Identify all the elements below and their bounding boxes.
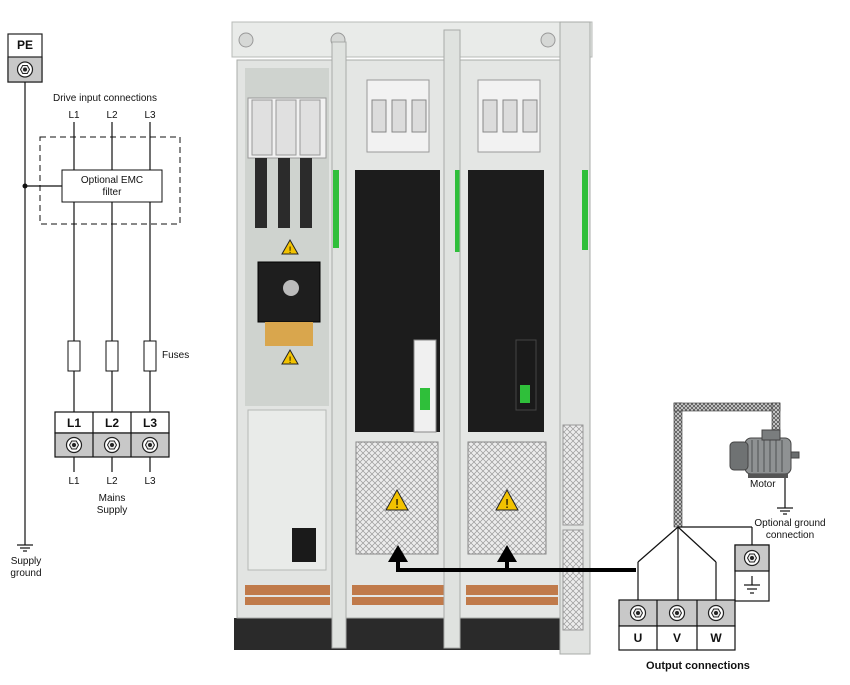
warning-icon: !	[495, 488, 519, 511]
terminal-l3-label: L3	[142, 416, 157, 430]
top-phase-l2: L2	[106, 110, 118, 121]
output-terminal-block	[618, 599, 736, 651]
arrow-up-icon	[388, 545, 517, 562]
warning-icon: !	[281, 238, 299, 256]
supply-ground-icon	[17, 544, 33, 552]
mains-supply-line2: Supply	[96, 505, 128, 516]
top-phase-l3: L3	[144, 110, 156, 121]
fuse-l1	[67, 340, 81, 372]
pe-terminal	[7, 33, 43, 83]
bottom-phase-l3: L3	[144, 476, 156, 487]
motor-label: Motor	[750, 479, 776, 490]
pe-label: PE	[16, 38, 33, 52]
mains-supply-line1: Mains	[98, 493, 126, 504]
svg-text:!: !	[288, 356, 292, 366]
optional-ground-line2: connection	[765, 530, 815, 541]
bottom-phase-l2: L2	[106, 476, 118, 487]
output-connections-title: Output connections	[646, 660, 750, 672]
output-wires	[637, 526, 753, 600]
cabinet-plinth	[234, 618, 588, 650]
output-arrow-lines	[396, 562, 636, 572]
earth-icon	[744, 576, 760, 594]
optional-ground-line1: Optional ground	[754, 518, 826, 529]
supply-ground-line2: ground	[10, 568, 42, 579]
terminal-v-label: V	[672, 631, 681, 645]
emc-filter-label-line1: Optional EMC	[80, 175, 144, 186]
svg-text:!: !	[505, 497, 510, 511]
motor-ground-icon	[777, 507, 793, 515]
input-terminal-block	[54, 411, 170, 458]
drive-input-title: Drive input connections	[53, 93, 157, 104]
svg-text:!: !	[288, 246, 292, 256]
bottom-phase-l1: L1	[68, 476, 80, 487]
terminal-l1-label: L1	[66, 416, 81, 430]
supply-ground-line1: Supply	[10, 556, 42, 567]
top-phase-l1: L1	[68, 110, 80, 121]
motor-icon	[729, 429, 800, 478]
fuse-l2	[105, 340, 119, 372]
warning-icon: !	[385, 488, 409, 511]
fuses	[67, 340, 157, 372]
terminal-w-label: W	[710, 631, 722, 645]
drive-cabinet-image	[231, 21, 593, 655]
fuse-l3	[143, 340, 157, 372]
fuses-label: Fuses	[162, 350, 190, 361]
warning-icon: !	[281, 348, 299, 366]
emc-filter-label-line2: filter	[102, 187, 122, 198]
output-pe-terminal	[734, 544, 770, 602]
terminal-u-label: U	[633, 631, 643, 645]
terminal-l2-label: L2	[104, 416, 119, 430]
phase-wires	[73, 122, 151, 472]
svg-text:!: !	[395, 497, 400, 511]
emc-boundary	[39, 136, 181, 225]
